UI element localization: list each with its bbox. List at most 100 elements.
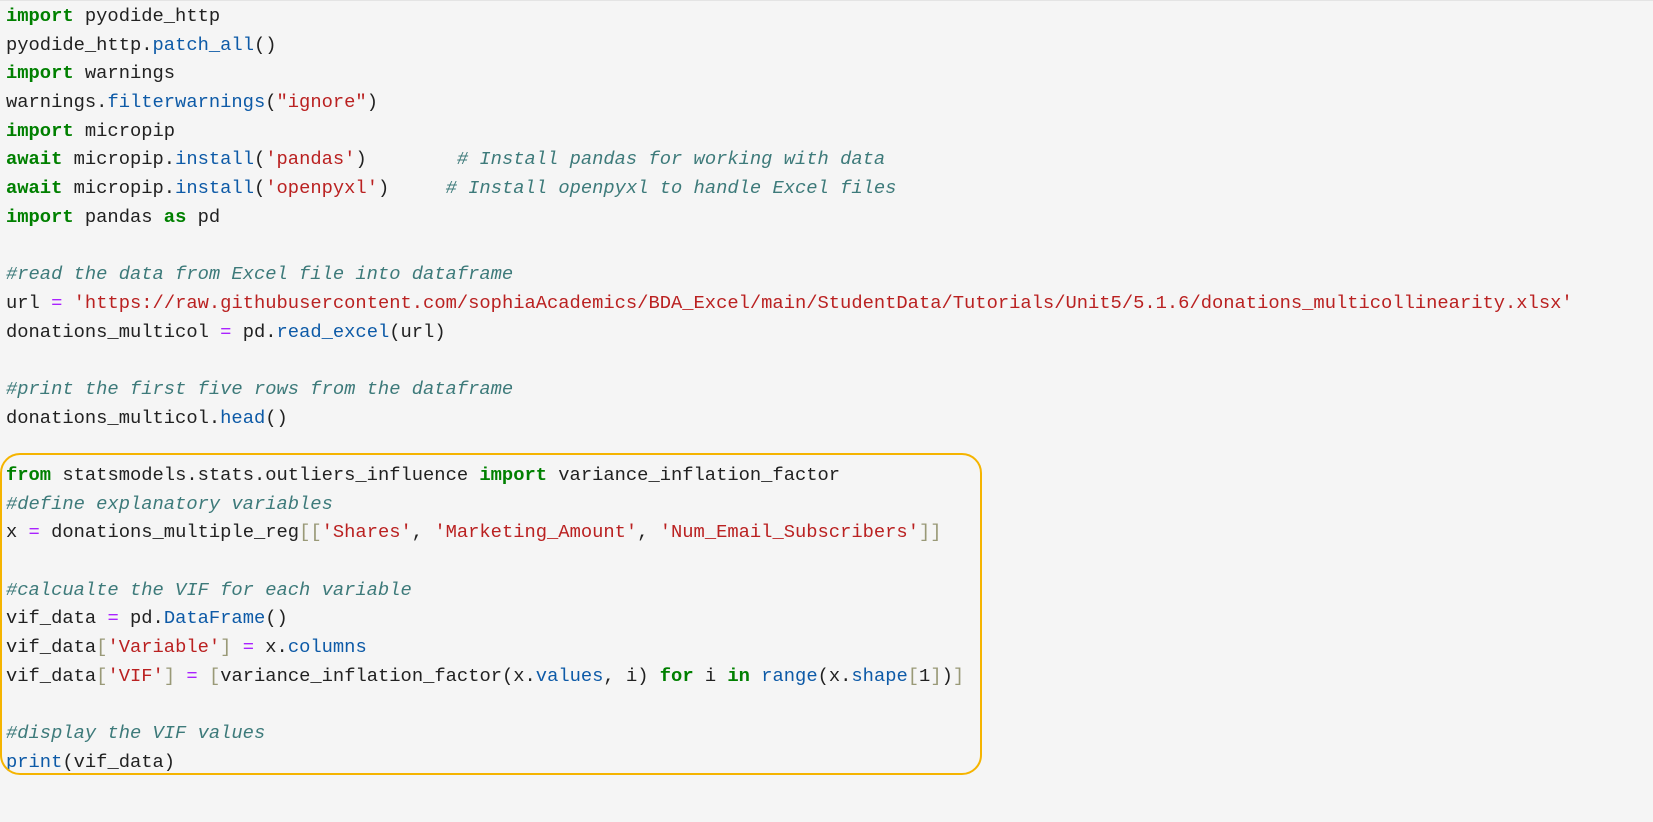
function-name: DataFrame (163, 607, 266, 630)
function-name: range (761, 664, 818, 687)
function-name: columns (287, 636, 367, 659)
code-line: import pyodide_http (6, 2, 1573, 31)
operator: = (242, 636, 255, 659)
bracket: [ (907, 664, 920, 687)
code-text: pd. (118, 607, 164, 630)
code-text: ) (366, 91, 378, 114)
code-line (6, 232, 1573, 261)
code-text: (vif_data) (62, 750, 176, 773)
code-text: statsmodels.stats.outliers_influence (51, 464, 480, 486)
code-line: #display the VIF values (6, 719, 1573, 748)
bracket: ] (930, 664, 942, 687)
code-text: pandas (73, 205, 164, 228)
code-line: print(vif_data) (6, 748, 1573, 777)
string-literal: 'pandas' (265, 148, 356, 171)
code-text: () (265, 406, 288, 429)
code-text: ) (377, 177, 446, 200)
string-literal: 'openpyxl' (265, 177, 378, 200)
code-line: await micropip.install('openpyxl') # Ins… (6, 174, 1573, 203)
string-literal: "ignore" (276, 91, 367, 114)
keyword: import (6, 62, 74, 85)
code-text: pd (186, 205, 221, 228)
function-name: install (175, 177, 254, 200)
operator: = (51, 291, 63, 314)
code-line (6, 346, 1573, 375)
code-text: variance_inflation_factor (547, 464, 841, 486)
function-name: print (6, 750, 63, 773)
keyword: import (479, 464, 548, 486)
code-text: (url) (389, 320, 446, 343)
code-line: vif_data['VIF'] = [variance_inflation_fa… (6, 662, 1573, 691)
highlighted-code-region (0, 453, 982, 775)
string-literal: 'Num_Email_Subscribers' (659, 521, 919, 544)
code-line: x = donations_multiple_reg[['Shares', 'M… (6, 518, 1573, 547)
code-text: micropip. (62, 177, 176, 200)
code-text: pyodide_http (73, 5, 221, 27)
comment: #define explanatory variables (6, 492, 333, 515)
code-line: warnings.filterwarnings("ignore") (6, 88, 1573, 117)
code-line: #read the data from Excel file into data… (6, 260, 1573, 289)
code-text: 1 (919, 664, 931, 687)
comment: #display the VIF values (6, 722, 266, 745)
function-name: shape (851, 664, 908, 687)
code-text: micropip. (62, 148, 176, 171)
code-line: pyodide_http.patch_all() (6, 31, 1573, 60)
code-text: ) (941, 664, 953, 687)
keyword: import (6, 5, 74, 27)
comment: # Install openpyxl to handle Excel files (445, 177, 897, 200)
code-text: vif_data (6, 636, 97, 659)
function-name: read_excel (276, 320, 390, 343)
keyword: await (6, 177, 63, 200)
bracket: ]] (918, 521, 942, 544)
code-text: micropip (73, 119, 176, 142)
bracket: ] (952, 664, 965, 687)
comment: #print the first five rows from the data… (6, 377, 514, 400)
function-name: filterwarnings (107, 91, 266, 114)
string-literal: 'Marketing_Amount' (434, 521, 638, 544)
function-name: values (535, 664, 604, 687)
code-line: import pandas as pd (6, 203, 1573, 232)
code-text: donations_multicol (6, 320, 221, 343)
code-text: variance_inflation_factor(x. (220, 664, 536, 687)
code-line: from statsmodels.stats.outliers_influenc… (6, 461, 1573, 490)
comment: #calcualte the VIF for each variable (6, 578, 412, 601)
code-text: ) (355, 148, 457, 171)
code-text: , (637, 521, 660, 544)
code-line: import micropip (6, 117, 1573, 146)
code-text: x. (254, 636, 288, 659)
function-name: head (220, 406, 266, 429)
bracket: [[ (299, 521, 322, 544)
string-literal: 'Variable' (107, 636, 221, 659)
code-text: pyodide_http. (6, 33, 153, 56)
comment: #read the data from Excel file into data… (6, 263, 514, 286)
code-line: #calcualte the VIF for each variable (6, 576, 1573, 605)
code-text: ( (265, 91, 277, 114)
function-name: patch_all (152, 33, 254, 56)
code-text: , (411, 521, 435, 544)
code-text: pd. (231, 320, 277, 343)
code-text: () (265, 607, 288, 630)
keyword: await (6, 148, 63, 171)
code-text: url (6, 291, 52, 314)
keyword: as (163, 205, 187, 228)
operator: = (28, 521, 40, 544)
bracket: ] (163, 664, 176, 687)
code-text: , i) (603, 664, 660, 687)
keyword: import (6, 205, 74, 228)
operator: = (107, 607, 119, 630)
operator: = (220, 320, 232, 343)
function-name: install (175, 148, 254, 171)
bracket: [ (96, 664, 108, 687)
code-text: ( (253, 177, 266, 200)
code-line: #print the first five rows from the data… (6, 375, 1573, 404)
string-literal: 'Shares' (321, 521, 412, 544)
code-line: #define explanatory variables (6, 490, 1573, 519)
code-line: import warnings (6, 59, 1573, 88)
string-literal: 'VIF' (107, 664, 164, 687)
code-text: warnings (73, 62, 176, 85)
code-text: (x. (817, 664, 852, 687)
bracket: ] (220, 636, 232, 659)
code-text: donations_multiple_reg (39, 521, 300, 544)
code-line: vif_data = pd.DataFrame() (6, 604, 1573, 633)
